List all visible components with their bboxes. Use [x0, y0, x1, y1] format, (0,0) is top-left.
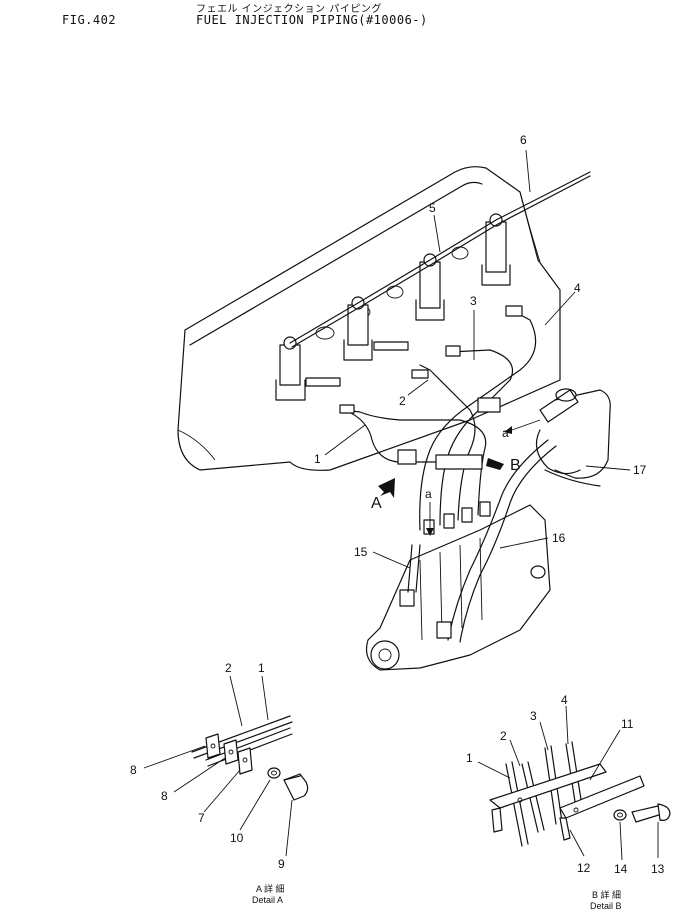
callout-main-1: 1 — [314, 452, 321, 466]
callout-a-7: 7 — [198, 811, 205, 825]
view-arrow-b-label: B — [510, 457, 521, 474]
callout-main-6: 6 — [520, 133, 527, 147]
callout-main-16: 16 — [552, 531, 566, 545]
figure-number: FIG.402 — [62, 13, 117, 27]
flow-mark-1-label: a — [425, 487, 432, 501]
title-japanese: フェエル インジェクション パイピング — [196, 4, 382, 15]
callout-b-3: 3 — [530, 709, 537, 723]
callout-b-4: 4 — [561, 693, 568, 707]
flow-mark-2: a — [502, 419, 541, 440]
view-arrow-a-label: A — [371, 495, 382, 512]
detail-b-caption-en: Detail B — [590, 901, 622, 911]
callout-main-2: 2 — [399, 394, 406, 408]
fuel-filter — [535, 388, 611, 487]
detail-a-caption-en: Detail A — [252, 895, 283, 905]
flow-mark-2-label: a — [502, 426, 509, 440]
detail-b: 1 2 3 4 11 12 14 13 B 詳 細 Detail B — [466, 693, 671, 911]
detail-a-caption-jp: A 詳 細 — [256, 883, 285, 894]
view-arrow-a: A — [371, 478, 395, 512]
detail-b-caption-jp: B 詳 細 — [592, 889, 621, 900]
main-callouts: 1 2 3 4 5 6 15 16 17 — [314, 133, 647, 569]
callout-main-15: 15 — [354, 545, 368, 559]
fuel-return-hose — [447, 439, 557, 643]
callout-main-5: 5 — [429, 201, 436, 215]
view-arrow-b: B — [486, 457, 521, 474]
callout-b-12: 12 — [577, 861, 591, 875]
callout-main-3: 3 — [470, 294, 477, 308]
callout-a-2: 2 — [225, 661, 232, 675]
callout-a-9: 9 — [278, 857, 285, 871]
detail-a: 2 1 8 8 7 10 9 A 詳 細 Detail A — [130, 661, 309, 905]
leak-off-pipe — [289, 171, 591, 348]
title-english: FUEL INJECTION PIPING(#10006-) — [196, 13, 428, 27]
callout-a-1: 1 — [258, 661, 265, 675]
flow-mark-1: a — [425, 487, 434, 536]
callout-a-8-upper: 8 — [130, 763, 137, 777]
callout-b-14: 14 — [614, 862, 628, 876]
injection-pump — [365, 504, 551, 671]
callout-b-11: 11 — [621, 717, 634, 731]
callout-a-10: 10 — [230, 831, 244, 845]
fuel-injectors — [275, 213, 511, 401]
callout-main-17: 17 — [633, 463, 647, 477]
callout-main-4: 4 — [574, 281, 581, 295]
callout-b-13: 13 — [651, 862, 665, 876]
callout-b-1: 1 — [466, 751, 473, 765]
callout-a-8-lower: 8 — [161, 789, 168, 803]
injection-lines — [339, 305, 537, 535]
engine-cylinder-head — [177, 166, 561, 471]
callout-b-2: 2 — [500, 729, 507, 743]
